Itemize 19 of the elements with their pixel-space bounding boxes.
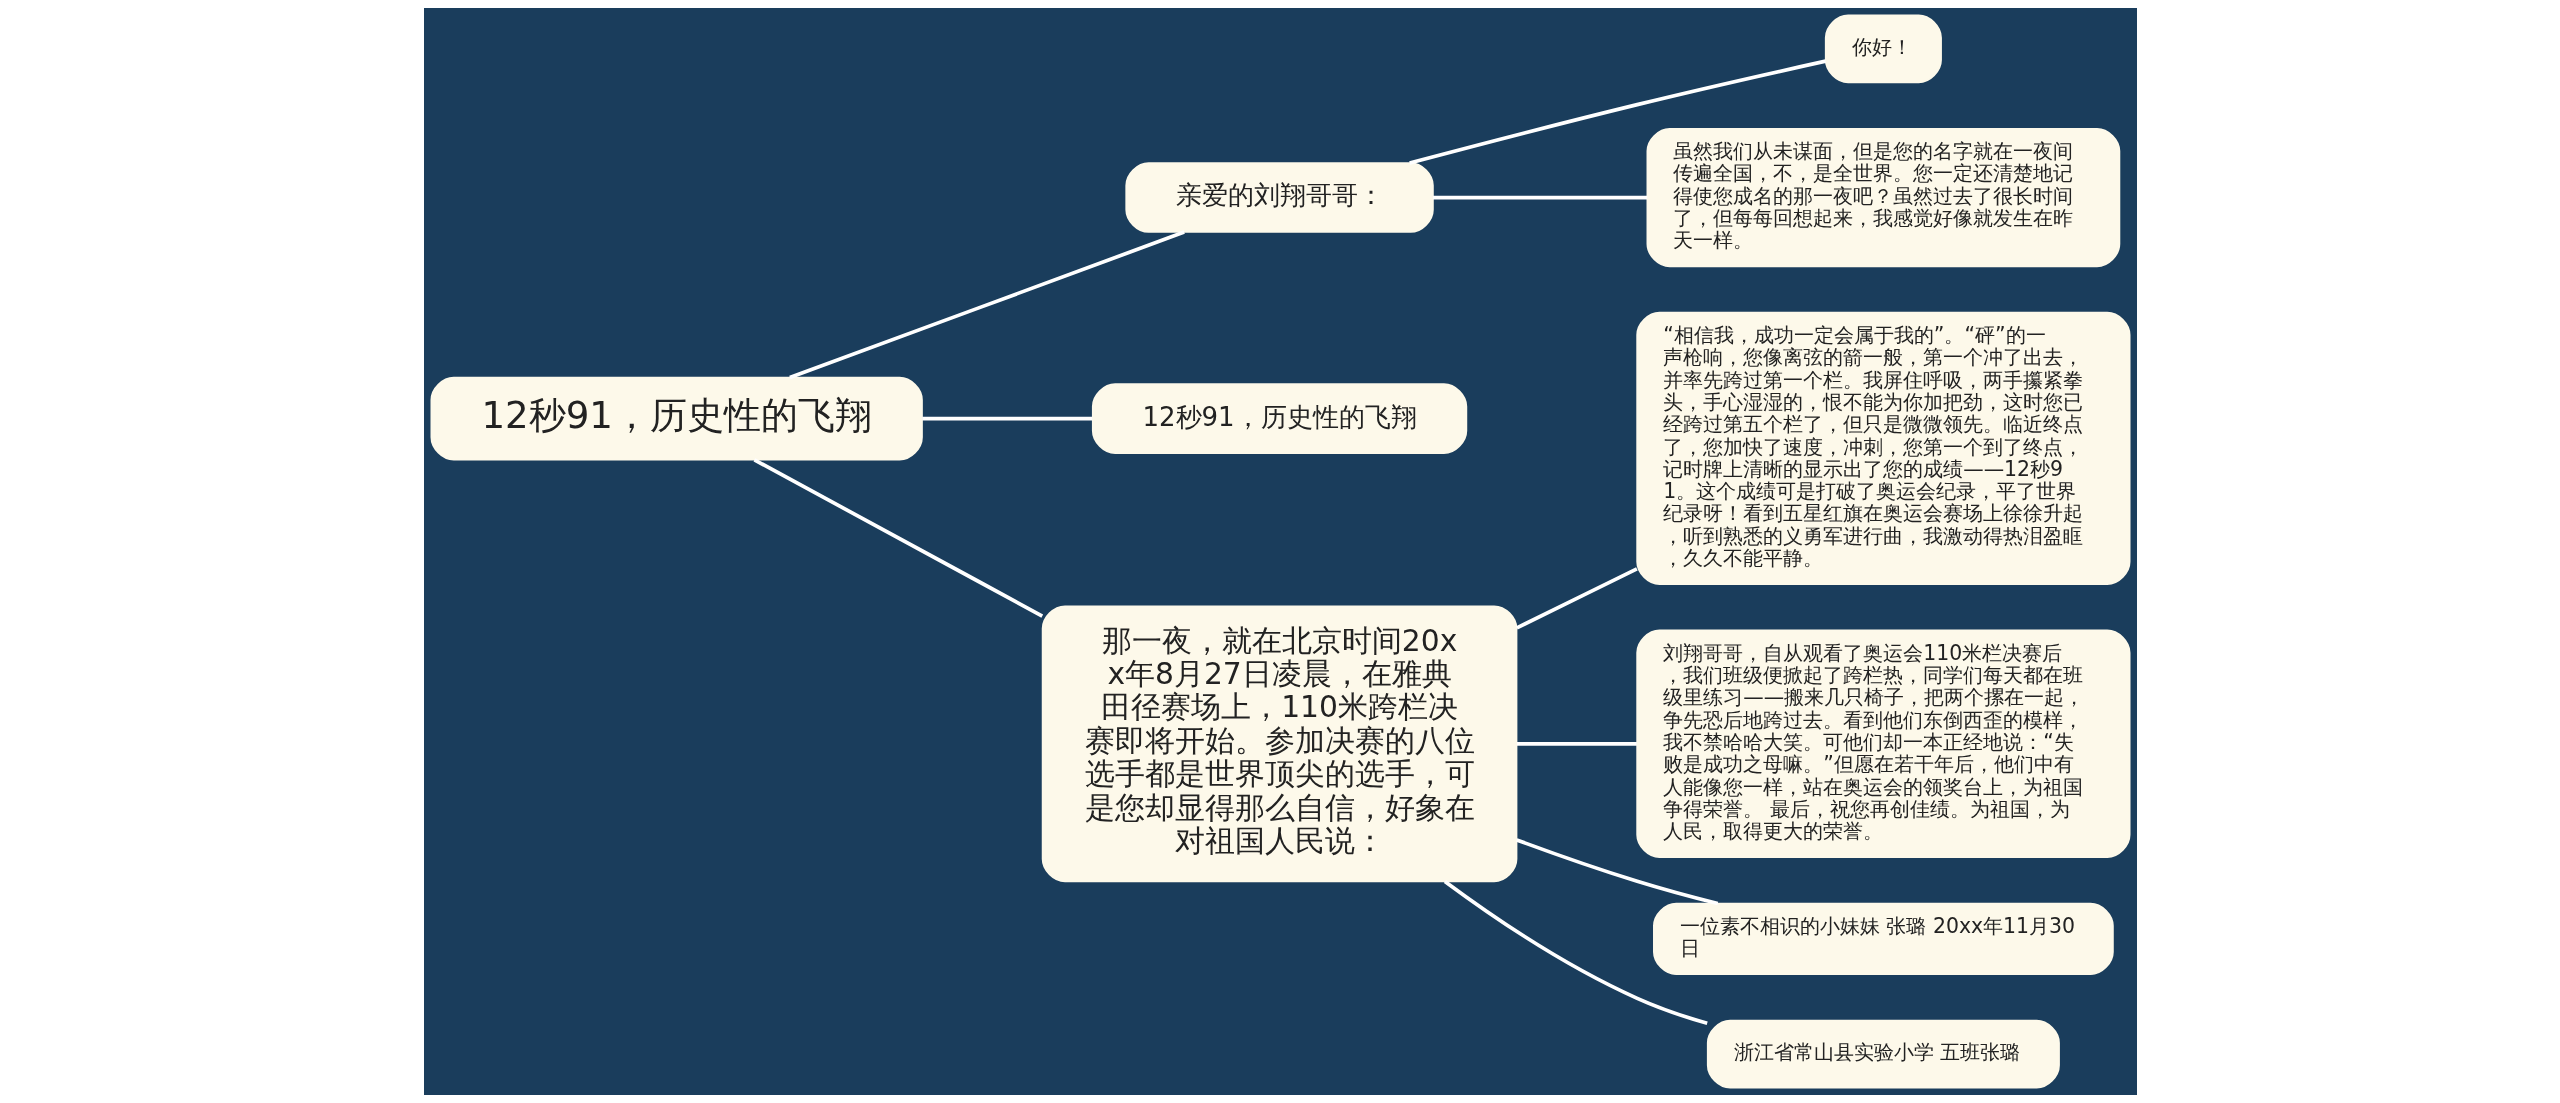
node-box: 那一夜，就在北京时间20xx年8月27日凌晨，在雅典田径赛场上，110米跨栏决赛即将开始。参加决赛的八位选手都是世界顶尖的选手，可是您却显得那么自信，好象在对祖国人民说： (1041, 605, 1517, 883)
connector (1443, 879, 1708, 1026)
connector (1515, 567, 1638, 630)
connector (921, 416, 1092, 421)
node-box: 12秒91，历史性的飞翔 (430, 376, 923, 461)
connector (753, 458, 1043, 618)
node-box: 亲爱的刘翔哥哥： (1124, 162, 1434, 233)
connector (1516, 741, 1637, 746)
connector (788, 230, 1185, 380)
node-box: 一位素不相识的小妹妹 张璐 20xx年11月30日 (1652, 902, 2114, 976)
node-box: 刘翔哥哥，自从观看了奥运会110米栏决赛后，我们班级便掀起了跨栏热，同学们每天都在班级里练习——搬来几只椅子，把两个摞在一起，争先恐后地跨过去。看到他们东倒西歪的模样，我不禁哈哈大笑。可他们却一本正经地说：“失败是成功之母嘛。”但愿在若干年后，他们中有人能像您一样，站在奥运会的领奖台上，为祖国争得荣誉。 最后，祝您再创佳绩。为祖国，为人民，取得更大的荣誉。 (1635, 629, 2130, 859)
node-box: 虽然我们从未谋面，但是您的名字就在一夜间传遍全国，不，是全世界。您一定还清楚地记得使您成名的那一夜吧？虽然过去了很长时间了，但每每回想起来，我感觉好像就发生在昨天一样。 (1646, 127, 2120, 268)
node-box: 浙江省常山县实验小学 五班张璐 (1706, 1019, 2060, 1089)
node-box: 12秒91，历史性的飞翔 (1091, 383, 1467, 454)
connector (1515, 838, 1718, 906)
connector (1408, 59, 1826, 165)
node-box: 你好！ (1824, 14, 1942, 84)
node-box: “相信我，成功一定会属于我的”。“砰”的一声枪响，您像离弦的箭一般，第一个冲了出去，并率先跨过第一个栏。我屏住呼吸，两手攥紧拳头，手心湿湿的，恨不能为你加把劲，这时您已经跨过第五个栏了，但只是微微领先。临近终点了，您加快了速度，冲刺，您第一个到了终点，记时牌上清晰的显示出了您的成绩——12秒91。这个成绩可是打破了奥运会纪录，平了世界纪录呀！看到五星红旗在奥运会赛场上徐徐升起，听到熟悉的义勇军进行曲，我激动得热泪盈眶，久久不能平静。 (1635, 311, 2130, 585)
connector (1432, 195, 1647, 200)
